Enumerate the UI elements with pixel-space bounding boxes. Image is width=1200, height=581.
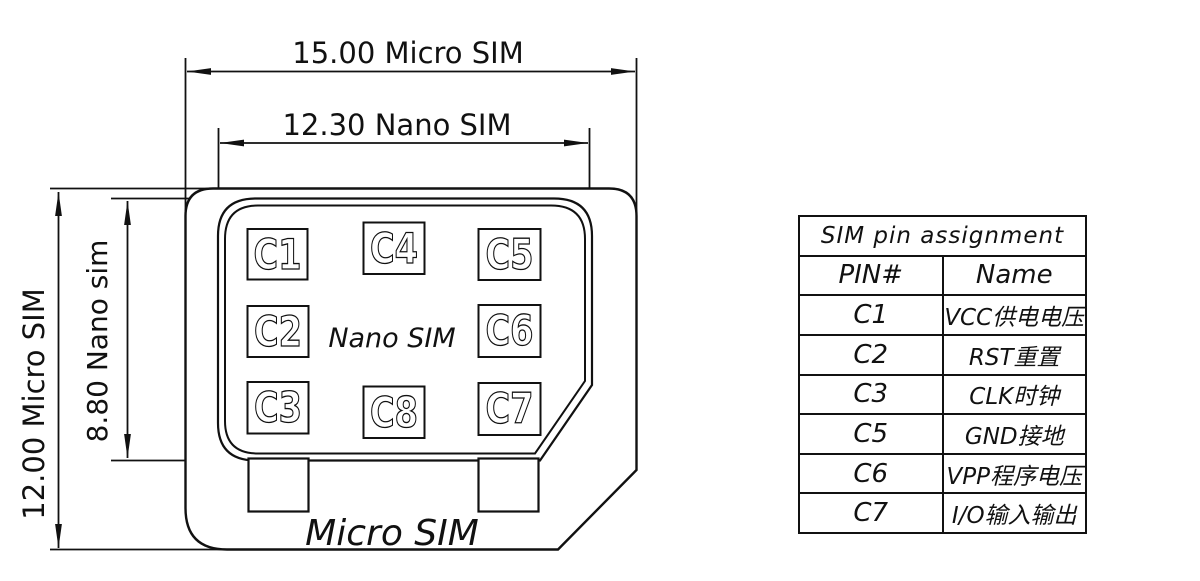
pad-c3 [246,381,310,435]
pad-label-c2: C2 [254,307,302,356]
sim-card-drawing: 15.00 Micro SIM 12.30 Nano SIM 12.00 Mic… [17,36,638,554]
pad-c1 [246,228,309,281]
column-header-pin: PIN# [798,254,944,297]
dim-text-nano-height: 8.80 Nano sim [81,240,114,443]
table-row: C5 GND接地 [798,413,1087,455]
nano-sim-outline-outer [216,197,594,462]
table-title-row: SIM pin assignment [798,215,1087,257]
dim-text-micro-height: 12.00 Micro SIM [17,288,51,520]
pad-c8 [362,385,426,439]
tab-right [477,457,540,513]
micro-sim-label: Micro SIM [305,513,479,554]
name-cell: RST重置 [941,333,1087,376]
dim-text-nano-width: 12.30 Nano SIM [282,108,511,142]
pin-cell: C1 [798,294,944,336]
pin-cell: C3 [798,373,944,416]
table-header-row: PIN# Name [798,254,1087,297]
name-cell: I/O输入输出 [941,492,1087,534]
pad-c5 [477,228,542,281]
pad-c2 [246,305,310,358]
pad-c6 [477,304,542,358]
pad-label-c5: C5 [486,230,534,279]
name-cell: VPP程序电压 [941,452,1087,495]
extension-lines [50,58,638,551]
pad-label-c7: C7 [486,384,534,433]
contact-pads: C1 C4 C5 C2 C6 C3 C8 C7 [246,221,542,439]
dimension-lines [55,68,635,548]
table-row: C6 VPP程序电压 [798,452,1087,495]
pin-assignment-table: SIM pin assignment PIN# Name C1 VCC供电电压 … [798,215,1087,534]
dim-text-micro-width: 15.00 Micro SIM [292,36,524,70]
table-row: C3 CLK时钟 [798,373,1087,416]
pin-cell: C5 [798,413,944,455]
tab-left [247,457,310,513]
pin-cell: C2 [798,333,944,376]
name-cell: CLK时钟 [941,373,1087,416]
pad-c4 [362,221,426,275]
nano-sim-outline-inner [224,204,586,455]
pin-cell: C7 [798,492,944,534]
table-row: C1 VCC供电电压 [798,294,1087,336]
pad-label-c3: C3 [254,383,302,432]
nano-sim-label: Nano SIM [328,323,455,354]
pad-label-c6: C6 [486,306,534,355]
table-title: SIM pin assignment [798,215,1087,257]
column-header-name: Name [941,254,1087,297]
pad-label-c1: C1 [254,230,302,279]
pad-c7 [477,382,542,436]
table-row: C2 RST重置 [798,333,1087,376]
name-cell: VCC供电电压 [941,294,1087,336]
pad-label-c4: C4 [370,224,418,273]
table-row: C7 I/O输入输出 [798,492,1087,534]
name-cell: GND接地 [941,413,1087,455]
pin-cell: C6 [798,452,944,495]
pad-label-c8: C8 [370,388,418,437]
